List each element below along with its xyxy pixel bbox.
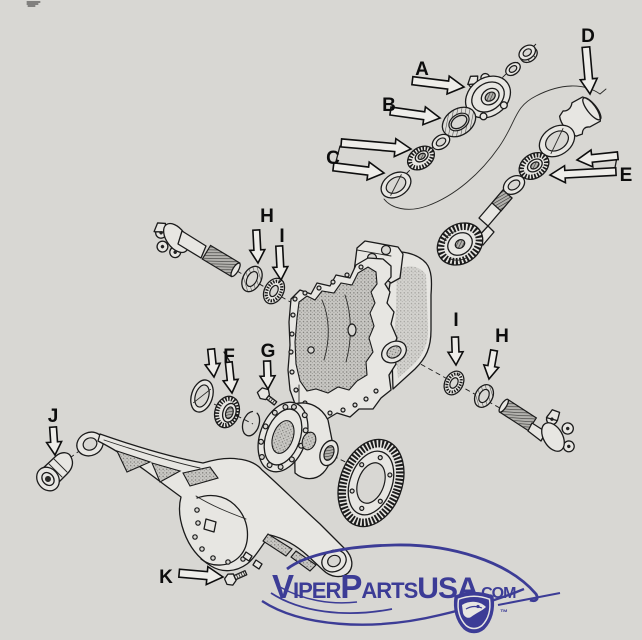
logo-text: VIPERPARTSUSA.COM [272, 568, 516, 605]
ring-gear-bolt-part [256, 387, 278, 406]
pinion-rear-race-part [538, 124, 576, 158]
snap-ring-part [241, 410, 261, 437]
callout-C-label: C [326, 148, 340, 169]
mount-bushing-part [36, 452, 74, 492]
callout-A-arrow [411, 74, 466, 96]
pinion-gear-shaft-part [436, 189, 513, 266]
callout-F-label: F [223, 346, 235, 367]
callout-F: F [203, 346, 240, 395]
callout-H-left-label: H [260, 206, 274, 227]
callout-J: J [45, 406, 63, 457]
callout-B-label: B [382, 95, 396, 116]
housing-flange-bolt-holes [288, 264, 379, 416]
axle-housing-part [76, 431, 353, 578]
logo-trademark: ™ [500, 608, 508, 617]
callout-C-arrow-2 [332, 160, 386, 182]
callout-G-arrow [258, 360, 277, 391]
callout-F-arrow-2 [221, 360, 240, 395]
pinion-bearing-race-part [380, 171, 412, 199]
callout-K-arrow [177, 565, 225, 586]
callout-A-label: A [415, 59, 429, 80]
viper-shield-icon [453, 591, 495, 634]
carrier-bearing-part [213, 395, 241, 429]
viperpartsusa-logo: VIPERPARTSUSA.COM ™ [261, 543, 561, 634]
pinion-front-bearing-part [406, 145, 436, 171]
callout-H-left-arrow [248, 229, 267, 265]
differential-housing-part [287, 240, 433, 420]
callout-C: C [326, 137, 413, 182]
rear-bearing-part [443, 370, 465, 396]
logo-swoosh [261, 543, 561, 626]
rear-yoke-shaft-part [498, 398, 575, 453]
pinion-flange-part [464, 72, 512, 121]
callout-I-right-label: I [453, 310, 458, 331]
callout-C-arrow-1 [340, 137, 413, 158]
callout-J-arrow [45, 425, 63, 457]
carrier-bearing-race-part [190, 379, 214, 413]
callout-I-right: I [446, 310, 465, 367]
callout-K: K [159, 565, 225, 588]
front-bearing-part [262, 277, 286, 305]
pinion-seal-part [441, 106, 477, 138]
callout-B: B [382, 95, 442, 126]
pinion-nut-part [518, 44, 538, 64]
callout-K-label: K [159, 567, 173, 588]
callout-E-label: E [620, 165, 633, 186]
callout-I-right-arrow [446, 336, 465, 367]
callout-E-arrow-1 [575, 148, 620, 169]
routing-curve [383, 85, 607, 210]
callout-F-arrow-1 [203, 347, 222, 379]
callout-G: G [258, 341, 277, 391]
callout-E: E [548, 148, 633, 186]
callout-J-label: J [48, 406, 59, 427]
cover-bolt-part [223, 570, 248, 586]
pinion-spacer-washer-part [431, 133, 451, 151]
differential-carrier-part [257, 384, 339, 480]
rear-seal-part [473, 384, 495, 408]
callout-G-label: G [261, 341, 276, 362]
callout-H-right-arrow [482, 348, 501, 381]
callout-D-arrow [578, 45, 599, 96]
callout-B-arrow [389, 105, 442, 126]
callout-D: D [578, 26, 599, 96]
callout-H-right-label: H [495, 326, 509, 347]
callout-I-left-label: I [279, 226, 284, 247]
callout-D-label: D [581, 26, 595, 47]
callout-A: A [411, 59, 466, 96]
callout-E-arrow-2 [548, 164, 617, 185]
callout-H-left: H [248, 206, 274, 265]
pinion-washer-part [505, 61, 521, 77]
pinion-thrust-washer-part [502, 174, 526, 196]
callout-I-left: I [271, 226, 290, 282]
scan-artifact-mark [26, 1, 41, 7]
front-yoke-shaft-part [153, 222, 241, 278]
pinion-rear-bearing-part [518, 151, 550, 181]
callout-I-left-arrow [271, 245, 290, 282]
front-seal-part [241, 265, 263, 293]
ring-gear-part [337, 438, 405, 528]
callout-H-right: H [482, 326, 509, 381]
